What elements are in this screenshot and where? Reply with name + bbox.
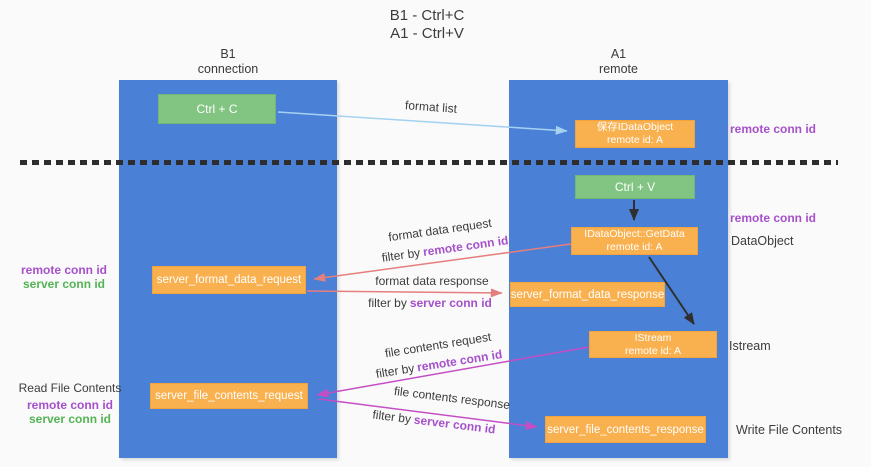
label-filter-by-server-2: filter byserver conn id	[372, 408, 497, 437]
box-getdata-line2: remote id: A	[606, 241, 663, 253]
column-a1-role: remote	[599, 62, 638, 76]
box-getdata: IDataObject::GetData remote id: A	[571, 227, 698, 255]
bottom-server-conn-id: server conn id	[28, 411, 112, 426]
label-write-file-contents: Write File Contents	[736, 423, 843, 437]
label-format-data-response: format data response	[375, 274, 489, 288]
box-ctrl-c: Ctrl + C	[158, 94, 276, 124]
box-ctrl-v-label: Ctrl + V	[614, 180, 656, 194]
box-ctrl-c-label: Ctrl + C	[196, 102, 238, 116]
box-save-idataobject: 保存IDataObject remote id: A	[575, 120, 695, 148]
server-conn-id-text-2: server conn id	[413, 412, 497, 437]
box-getdata-line1: IDataObject::GetData	[584, 228, 685, 240]
box-save-idataobject-line1: 保存IDataObject	[596, 121, 674, 133]
box-ctrl-v: Ctrl + V	[575, 175, 695, 199]
filter-by-text-3: filter by	[374, 361, 416, 381]
box-server-file-contents-request: server_file_contents_request	[150, 383, 308, 409]
box-server-format-data-response: server_format_data_response	[510, 282, 665, 307]
label-file-contents-response: file contents response	[393, 383, 511, 413]
left-remote-conn-id: remote conn id	[20, 263, 107, 277]
box-istream-line2: remote id: A	[624, 344, 682, 357]
box-server-format-data-request-label: server_format_data_request	[156, 274, 302, 286]
label-istream: Istream	[729, 339, 771, 353]
label-read-file-contents: Read File Contents	[18, 381, 122, 395]
box-server-format-data-request: server_format_data_request	[152, 266, 306, 294]
label-read-file-contents-block: Read File Contents remote conn id server…	[14, 381, 126, 426]
filter-by-text-1: filter by	[380, 245, 422, 265]
column-b1-role: connection	[197, 62, 259, 76]
filter-by-text-2: filter by	[368, 296, 407, 310]
box-server-format-data-response-label: server_format_data_response	[510, 288, 665, 301]
diagram-title: B1 - Ctrl+C A1 - Ctrl+V	[0, 7, 854, 43]
left-server-conn-id: server conn id	[22, 277, 106, 291]
title-line-1: B1 - Ctrl+C	[389, 7, 465, 24]
label-remote-conn-id-mid: remote conn id	[730, 211, 817, 225]
label-remote-conn-id-top: remote conn id	[730, 122, 817, 136]
box-server-file-contents-response: server_file_contents_response	[545, 416, 706, 443]
box-server-file-contents-request-label: server_file_contents_request	[155, 390, 303, 402]
title-line-2: A1 - Ctrl+V	[390, 25, 464, 42]
column-header-a1: A1 remote	[509, 47, 728, 77]
box-server-file-contents-response-label: server_file_contents_response	[547, 423, 704, 436]
label-left-conn-ids: remote conn id server conn id	[14, 263, 114, 291]
label-dataobject: DataObject	[731, 234, 794, 248]
column-a1-name: A1	[610, 47, 627, 61]
server-conn-id-text-1: server conn id	[409, 296, 492, 310]
bottom-remote-conn-id: remote conn id	[26, 398, 113, 412]
box-istream-line1: IStream	[634, 331, 672, 344]
column-header-b1: B1 connection	[119, 47, 337, 77]
box-istream: IStream remote id: A	[589, 331, 717, 358]
filter-by-text-4: filter by	[371, 407, 412, 427]
separator-dashed-line	[20, 160, 838, 165]
box-save-idataobject-line2: remote id: A	[606, 134, 664, 146]
column-b1-name: B1	[220, 47, 236, 61]
label-format-list: format list	[404, 98, 458, 116]
